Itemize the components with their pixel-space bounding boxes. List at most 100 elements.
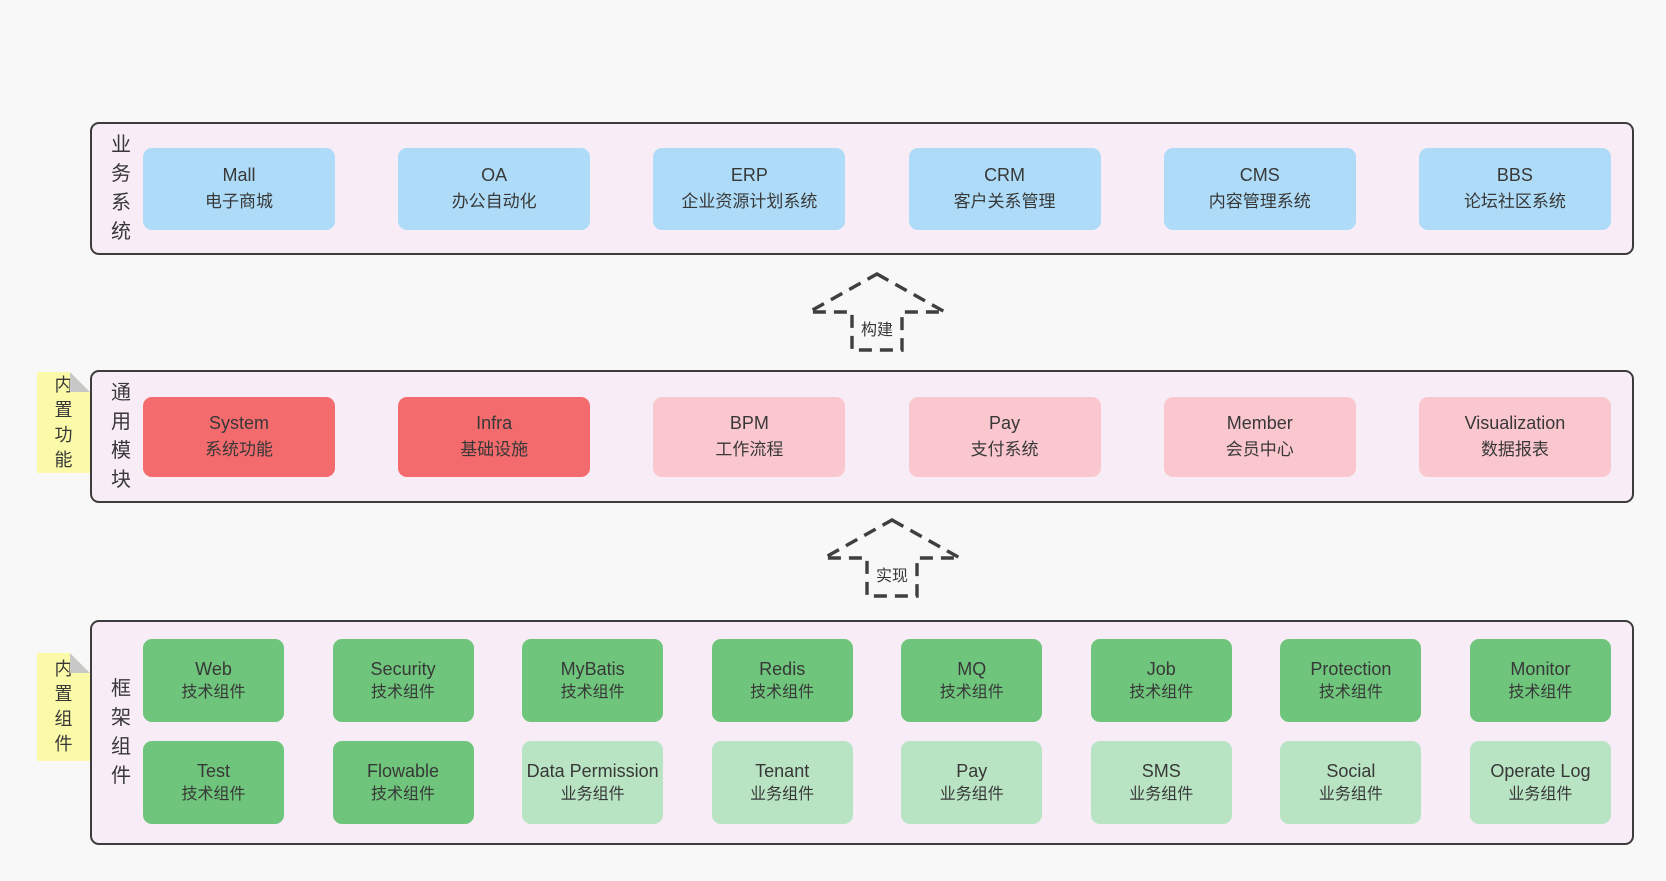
box-bpm: BPM 工作流程	[653, 396, 846, 477]
framework-components-rows: Web 技术组件 Security 技术组件 MyBatis 技术组件 Redi…	[136, 622, 1632, 843]
box-subtitle: 业务组件	[939, 785, 1004, 803]
box-title: CMS	[1239, 165, 1280, 185]
box-member: Member 会员中心	[1163, 396, 1356, 477]
sticky-note-builtin-components: 内置组件	[37, 653, 90, 761]
box-title: Operate Log	[1490, 760, 1591, 781]
box-subtitle: 技术组件	[371, 785, 436, 803]
framework-row-2: Test 技术组件 Flowable 技术组件 Data Permission …	[136, 741, 1632, 824]
box-erp: ERP 企业资源计划系统	[653, 147, 846, 230]
box-subtitle: 技术组件	[750, 683, 815, 701]
box-title: BBS	[1496, 165, 1533, 185]
box-subtitle: 办公自动化	[451, 192, 537, 211]
box-pay: Pay 支付系统	[908, 396, 1101, 477]
box-subtitle: 会员中心	[1225, 440, 1294, 459]
box-monitor: Monitor 技术组件	[1469, 639, 1611, 722]
box-title: MyBatis	[560, 658, 625, 679]
box-cms: CMS 内容管理系统	[1163, 147, 1356, 230]
box-subtitle: 内容管理系统	[1208, 192, 1311, 211]
box-oa: OA 办公自动化	[398, 147, 591, 230]
box-subtitle: 业务组件	[1129, 785, 1194, 803]
box-subtitle: 系统功能	[205, 440, 273, 459]
box-tenant: Tenant 业务组件	[711, 741, 853, 824]
box-title: Member	[1226, 413, 1293, 433]
box-subtitle: 客户关系管理	[953, 192, 1056, 211]
box-title: Tenant	[755, 760, 810, 781]
box-title: Pay	[989, 413, 1021, 433]
box-bbs: BBS 论坛社区系统	[1418, 147, 1611, 230]
band-label-business-systems: 业务系统	[111, 133, 131, 243]
common-modules-boxes: System 系统功能 Infra 基础设施 BPM 工作流程 Pay 支付系统…	[136, 372, 1632, 501]
box-subtitle: 数据报表	[1480, 440, 1549, 459]
box-subtitle: 技术组件	[1508, 683, 1573, 701]
box-title: Pay	[956, 760, 988, 781]
box-pay-biz: Pay 业务组件	[901, 741, 1043, 824]
band-business-systems: 业务系统 Mall 电子商城 OA 办公自动化 ERP 企业资源计划系统 CRM…	[90, 122, 1634, 255]
dashed-up-arrow-icon	[807, 272, 947, 352]
box-title: Visualization	[1464, 413, 1566, 433]
box-redis: Redis 技术组件	[711, 639, 853, 722]
business-systems-boxes: Mall 电子商城 OA 办公自动化 ERP 企业资源计划系统 CRM 客户关系…	[136, 124, 1632, 253]
box-security: Security 技术组件	[332, 639, 474, 722]
band-framework-components: 框架组件 Web 技术组件 Security 技术组件 MyBatis 技术组件…	[90, 620, 1634, 845]
box-title: Security	[370, 658, 436, 679]
box-title: BPM	[729, 413, 769, 433]
box-flowable: Flowable 技术组件	[332, 741, 474, 824]
box-title: Protection	[1310, 658, 1392, 679]
arrow-implement: 实现	[822, 518, 962, 598]
box-subtitle: 技术组件	[181, 683, 246, 701]
box-protection: Protection 技术组件	[1280, 639, 1422, 722]
box-mybatis: MyBatis 技术组件	[522, 639, 664, 722]
box-title: Monitor	[1510, 658, 1571, 679]
box-subtitle: 业务组件	[560, 785, 625, 803]
box-subtitle: 基础设施	[460, 440, 529, 459]
box-title: System	[208, 413, 269, 433]
folded-corner-icon	[70, 372, 90, 392]
box-subtitle: 业务组件	[1318, 785, 1383, 803]
dashed-up-arrow-icon	[822, 518, 962, 598]
arrow-build-label: 构建	[860, 322, 894, 339]
box-test: Test 技术组件	[143, 741, 284, 824]
sticky-label-builtin-features: 内置功能	[54, 374, 73, 470]
box-system: System 系统功能	[143, 396, 335, 477]
sticky-label-builtin-components: 内置组件	[54, 659, 73, 754]
arrow-implement-label: 实现	[875, 568, 909, 585]
box-title: ERP	[730, 165, 768, 185]
arrow-build: 构建	[807, 272, 947, 352]
box-infra: Infra 基础设施	[398, 396, 591, 477]
box-subtitle: 支付系统	[970, 440, 1039, 459]
band-common-modules: 通用模块 System 系统功能 Infra 基础设施 BPM 工作流程 Pay…	[90, 370, 1634, 503]
box-job: Job 技术组件	[1090, 639, 1232, 722]
box-subtitle: 技术组件	[1129, 683, 1194, 701]
box-title: SMS	[1141, 760, 1181, 781]
box-mq: MQ 技术组件	[901, 639, 1043, 722]
band-label-common-modules: 通用模块	[111, 381, 131, 491]
folded-corner-icon	[70, 653, 90, 673]
sticky-note-builtin-features: 内置功能	[37, 372, 90, 473]
box-subtitle: 技术组件	[939, 683, 1004, 701]
box-web: Web 技术组件	[143, 639, 284, 722]
box-title: Redis	[759, 658, 806, 679]
box-sms: SMS 业务组件	[1090, 741, 1232, 824]
box-crm: CRM 客户关系管理	[908, 147, 1101, 230]
box-title: Data Permission	[526, 760, 659, 781]
box-title: Mall	[222, 165, 256, 185]
box-subtitle: 论坛社区系统	[1463, 192, 1566, 211]
box-mall: Mall 电子商城	[143, 147, 335, 230]
box-title: Job	[1146, 658, 1176, 679]
box-subtitle: 业务组件	[750, 785, 815, 803]
box-visualization: Visualization 数据报表	[1418, 396, 1611, 477]
box-title: Web	[195, 658, 232, 679]
box-subtitle: 技术组件	[181, 785, 246, 803]
box-data-permission: Data Permission 业务组件	[522, 741, 664, 824]
box-subtitle: 技术组件	[1318, 683, 1383, 701]
box-title: Social	[1326, 760, 1376, 781]
box-operate-log: Operate Log 业务组件	[1469, 741, 1611, 824]
box-title: OA	[481, 165, 508, 185]
band-label-framework-components: 框架组件	[111, 677, 131, 787]
box-title: CRM	[984, 165, 1026, 185]
box-social: Social 业务组件	[1280, 741, 1422, 824]
box-subtitle: 电子商城	[205, 192, 273, 211]
box-title: Flowable	[367, 760, 440, 781]
box-title: MQ	[957, 658, 987, 679]
